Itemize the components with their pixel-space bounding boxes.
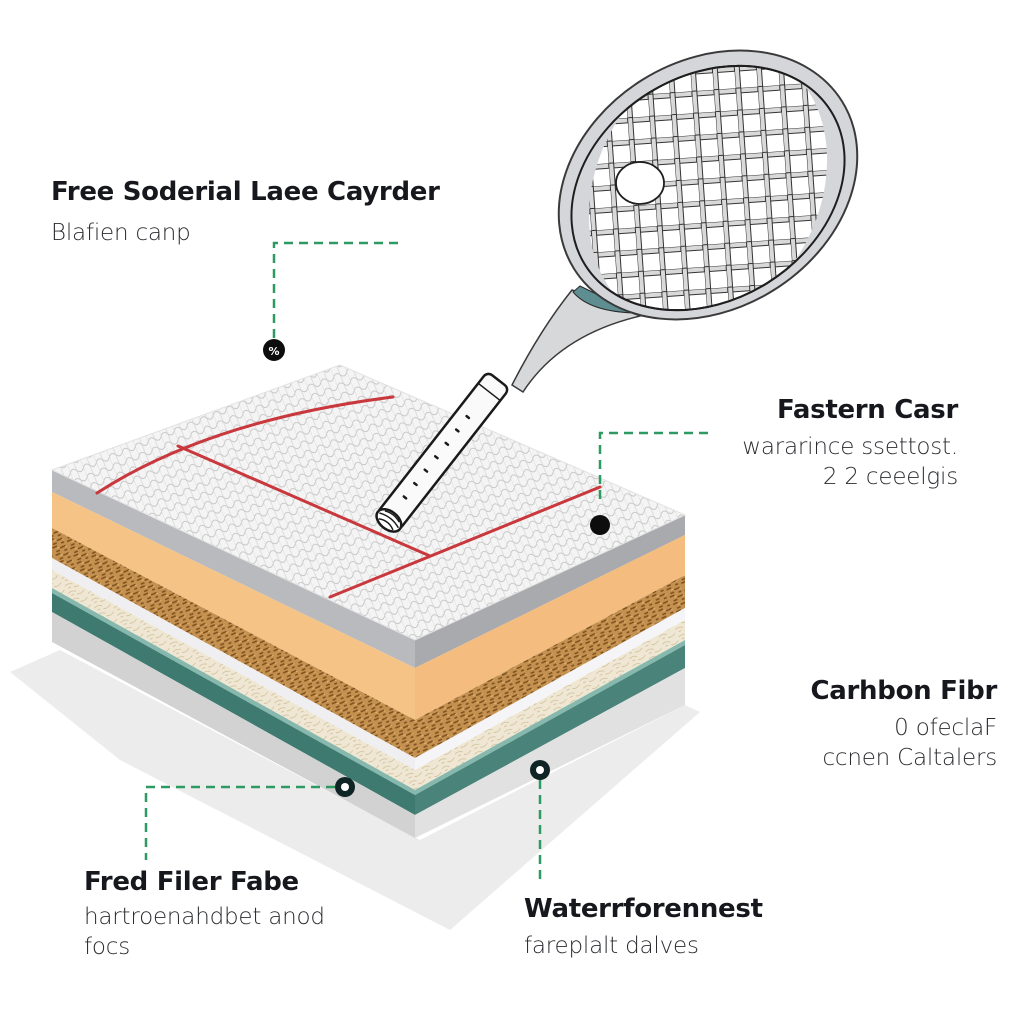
marker-bottom-left (335, 777, 355, 797)
ball-icon (615, 161, 665, 205)
marker-bottom-center (530, 760, 550, 780)
callout-right-lower: Carhbon Fibr 0 ofeclaF ccnen Caltalers (811, 675, 998, 773)
callout-desc-line-1: wararince ssettost. (742, 434, 958, 460)
block-right-face (415, 515, 685, 838)
callout-bottom-center: Waterrforennest fareplalt dalves (524, 893, 763, 961)
connector-bottom-left (144, 785, 335, 860)
connector-right-upper (598, 431, 708, 505)
connectors (144, 241, 708, 880)
marker-top-left: % (263, 339, 285, 361)
callout-desc-line-2: focs (84, 934, 130, 960)
callout-desc-line-2: 2 2 ceeelgis (822, 464, 958, 490)
callout-top-left: Free Soderial Laee Cayrder Blafien canp (51, 176, 440, 248)
floor-shadow (10, 650, 700, 930)
callout-desc: Blafien canp (51, 220, 191, 246)
callout-title: Free Soderial Laee Cayrder (51, 177, 440, 207)
court-top-surface (50, 364, 687, 641)
block-left-face (52, 470, 415, 838)
callout-desc: fareplalt dalves (524, 933, 699, 959)
callout-right-upper: Fastern Casr wararince ssettost. 2 2 cee… (742, 394, 958, 492)
callout-title: Waterrforennest (524, 894, 763, 924)
callout-desc-line-2: ccnen Caltalers (822, 745, 997, 771)
marker-top-left-glyph: % (268, 345, 279, 358)
callout-title: Fred Filer Fabe (84, 867, 299, 897)
callout-desc-line-1: hartroenahdbet anod (84, 904, 325, 930)
callout-title: Carhbon Fibr (810, 676, 998, 706)
tennis-racket (375, 49, 859, 533)
callout-desc-line-1: 0 ofeclaF (894, 715, 997, 741)
callout-title: Fastern Casr (776, 395, 958, 425)
connector-top-left (272, 241, 398, 340)
marker-right-upper (590, 515, 610, 535)
callout-bottom-left: Fred Filer Fabe hartroenahdbet anod focs (84, 866, 325, 962)
court-lines (95, 395, 602, 599)
